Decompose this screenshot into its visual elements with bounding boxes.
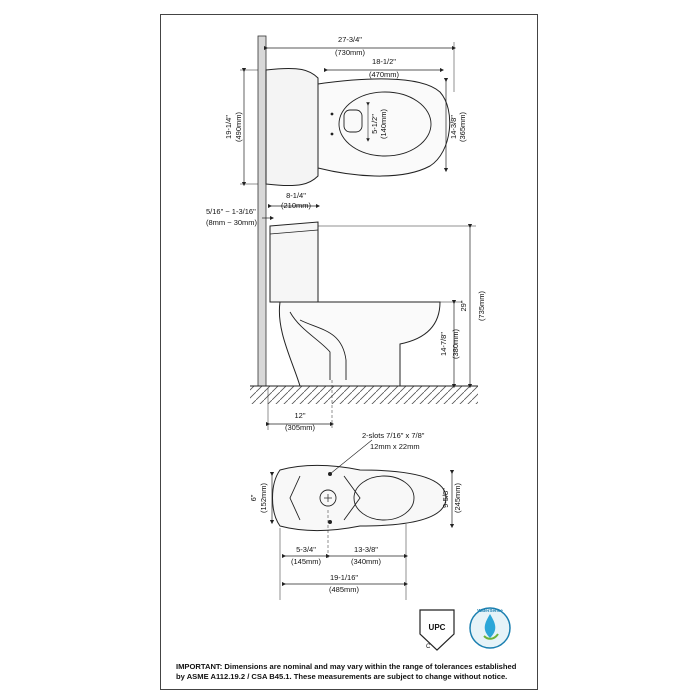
front-length-metric: (340mm) [351,557,382,566]
tank-top-outline [265,67,319,187]
base-outline [272,464,447,532]
seat-hinge-block [343,109,363,133]
bowl-width-imperial: 14-3/8" [449,115,458,139]
tank-depth-imperial: 19-1/4" [224,115,233,139]
drain-outlet [319,489,337,507]
rough-in-metric: (305mm) [285,423,316,432]
tank-depth-metric: (490mm) [234,112,243,143]
wall-gap-metric: (8mm ~ 30mm) [206,218,258,227]
foot-width-metric: (245mm) [453,483,462,514]
wall-gap-imperial: 5/16" ~ 1-3/16" [206,207,256,216]
bottom-view: 2-slots 7/16" x 7/8" 12mm x 22mm 6" (152… [249,431,462,600]
foot-width-imperial: 9-5/8" [441,488,450,508]
slots-metric: 12mm x 22mm [370,442,420,451]
bowl-length-imperial: 18-1/2" [372,57,396,66]
height-imperial: 29" [459,300,468,311]
rear-offset-metric: (145mm) [291,557,322,566]
bowl-top-outline [317,78,451,177]
tank-width-metric: (210mm) [281,201,312,210]
spec-sheet-border [160,14,538,690]
upc-mark: C [426,644,431,650]
top-view: 27-3/4" (730mm) 18-1/2" (470mm) 19-1/4" … [224,35,467,387]
notice-text: Dimensions are nominal and may vary with… [176,662,517,681]
rim-height-imperial: 14-7/8" [439,332,448,356]
total-length-imperial: 19-1/16" [330,573,358,582]
notice-lead: IMPORTANT: [176,662,223,671]
watersense-badge: WaterSense [469,607,511,649]
rear-offset-imperial: 5-3/4" [296,545,316,554]
bowl-rim [338,91,432,157]
rough-in-imperial: 12" [294,411,305,420]
important-notice: IMPORTANT: Dimensions are nominal and ma… [176,662,526,682]
rim-height-metric: (380mm) [451,329,460,360]
tank-side [269,221,319,303]
left-width-metric: (152mm) [259,483,268,514]
seat-hole-metric: (140mm) [379,109,388,140]
floor-hatch [250,386,478,404]
wall [257,35,267,387]
upc-letters: UPC [429,623,446,632]
front-length-imperial: 13-3/8" [354,545,378,554]
side-view: 8-1/4" (210mm) 5/16" ~ 1-3/16" (8mm ~ 30… [206,191,486,432]
overall-depth-metric: (730mm) [335,48,366,57]
height-metric: (735mm) [477,291,486,322]
total-length-metric: (485mm) [329,585,360,594]
left-width-imperial: 6" [249,494,258,501]
bowl-length-metric: (470mm) [369,70,400,79]
bowl-side [278,301,441,387]
bowl-width-metric: (365mm) [458,112,467,143]
watersense-text: WaterSense [477,608,503,613]
slots-imperial: 2-slots 7/16" x 7/8" [362,431,425,440]
overall-depth-imperial: 27-3/4" [338,35,362,44]
water-drop-icon [484,614,496,638]
tank-width-imperial: 8-1/4" [286,191,306,200]
upc-cert-badge: UPC C [419,609,455,651]
seat-hole-imperial: 5-1/2" [370,114,379,134]
